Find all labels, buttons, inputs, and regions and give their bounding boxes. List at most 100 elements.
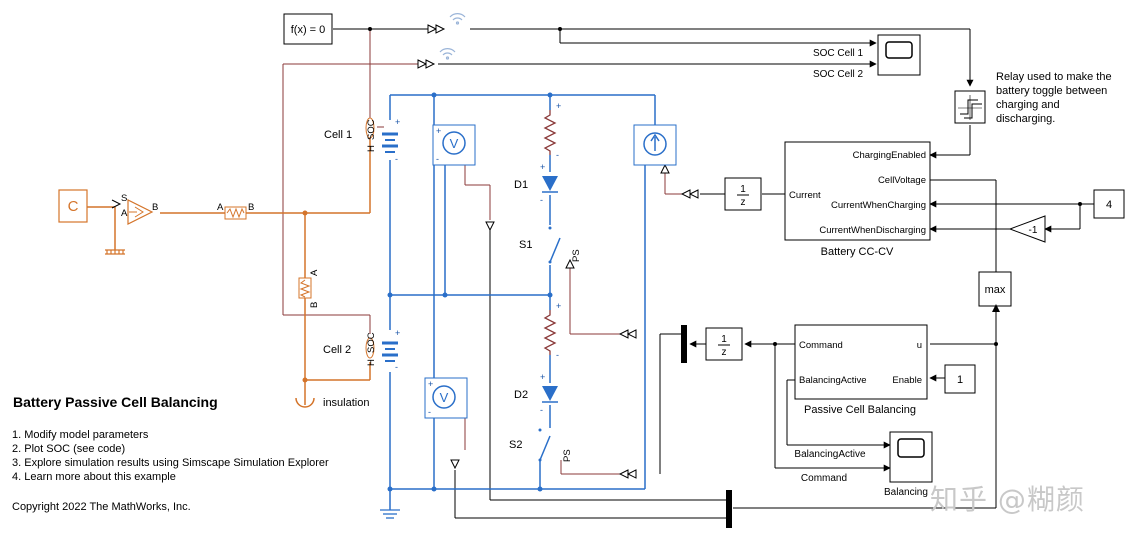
resistor-top[interactable]: + - xyxy=(543,101,561,160)
signal-lines xyxy=(333,28,1094,519)
thermal-source-block[interactable]: S A B xyxy=(121,193,158,225)
svg-text:z: z xyxy=(741,197,746,208)
constant-1-block[interactable]: 1 xyxy=(944,364,976,394)
electrical-lines xyxy=(389,94,656,510)
svg-text:Command: Command xyxy=(799,340,843,351)
thermal-resistor-h[interactable]: A B xyxy=(217,202,254,220)
svg-text:+: + xyxy=(556,301,561,311)
switch-s1[interactable]: PS xyxy=(548,226,583,264)
svg-text:B: B xyxy=(248,202,254,213)
cell2-label: Cell 2 xyxy=(323,344,351,356)
soc-cell1-label: SOC Cell 1 xyxy=(813,48,863,59)
svg-text:C: C xyxy=(68,198,79,215)
svg-text:max: max xyxy=(985,284,1006,296)
constant-4-block[interactable]: 4 xyxy=(1093,189,1125,219)
svg-text:ChargingEnabled: ChargingEnabled xyxy=(853,150,926,161)
balancing-scope-block[interactable] xyxy=(889,431,933,483)
step-link[interactable]: 3. Explore simulation results using Sims… xyxy=(12,457,329,469)
relay-block[interactable] xyxy=(954,90,986,124)
thermal-ground-icon xyxy=(105,249,125,255)
svg-text:CellVoltage: CellVoltage xyxy=(878,175,926,186)
battery-ccv-block[interactable]: Current ChargingEnabled CellVoltage Curr… xyxy=(784,141,931,241)
demux-block[interactable] xyxy=(681,325,687,363)
cell2-battery-block[interactable]: + - H SOC xyxy=(365,328,400,372)
svg-text:-: - xyxy=(395,154,398,164)
model-steps: 1. Modify model parameters 2. Plot SOC (… xyxy=(12,428,329,484)
svg-text:u: u xyxy=(917,340,922,351)
balancing-scope-label: Balancing xyxy=(884,487,928,498)
cell1-label: Cell 1 xyxy=(324,129,352,141)
watermark: 知乎 @糊颜 xyxy=(930,483,1085,516)
step-link[interactable]: 2. Plot SOC (see code) xyxy=(12,443,126,455)
d1-label: D1 xyxy=(514,179,528,191)
fx-solver-block[interactable]: f(x) = 0 xyxy=(283,13,333,45)
insulation-label: insulation xyxy=(323,397,369,409)
svg-text:V: V xyxy=(450,136,459,151)
svg-text:A: A xyxy=(121,208,128,219)
ps-lines xyxy=(282,29,690,475)
insulation-icon xyxy=(295,395,315,408)
scope-label-command: Command xyxy=(801,473,847,484)
resistor-bottom[interactable]: + - xyxy=(543,301,561,360)
unit-delay-mid-block[interactable]: 1 z xyxy=(705,327,743,361)
voltage-sensor-bottom[interactable]: V + - xyxy=(424,377,468,419)
step-link[interactable]: 1. Modify model parameters xyxy=(12,429,149,441)
soc-cell2-label: SOC Cell 2 xyxy=(813,69,863,80)
switch-s2[interactable]: PS xyxy=(538,428,574,463)
svg-text:1: 1 xyxy=(721,334,727,345)
voltage-sensor-top[interactable]: V + - xyxy=(432,124,476,166)
battery-ccv-label: Battery CC-CV xyxy=(821,246,894,258)
cell1-battery-block[interactable]: + - H SOC xyxy=(365,117,400,164)
svg-text:SOC: SOC xyxy=(366,332,377,353)
mux-block[interactable] xyxy=(726,490,732,528)
svg-text:4: 4 xyxy=(1106,199,1112,211)
max-block[interactable]: max xyxy=(978,271,1012,307)
thermal-lines xyxy=(87,138,371,395)
pcb-label: Passive Cell Balancing xyxy=(804,404,916,416)
svg-text:V: V xyxy=(440,390,449,405)
model-title: Battery Passive Cell Balancing xyxy=(13,394,218,410)
diode-d1[interactable]: + - xyxy=(540,162,558,205)
svg-text:H: H xyxy=(366,359,377,366)
svg-text:PS: PS xyxy=(562,449,573,462)
svg-text:f(x) = 0: f(x) = 0 xyxy=(291,24,326,36)
electrical-ground-icon xyxy=(380,509,400,519)
signal-junctions xyxy=(368,27,1082,346)
svg-text:BalancingActive: BalancingActive xyxy=(799,375,867,386)
s1-label: S1 xyxy=(519,239,532,251)
passive-cell-balancing-block[interactable]: Command BalancingActive u Enable xyxy=(794,324,928,400)
svg-text:-: - xyxy=(540,405,543,415)
svg-text:-: - xyxy=(428,407,431,417)
svg-text:+: + xyxy=(556,101,561,111)
svg-text:-: - xyxy=(395,362,398,372)
svg-text:-: - xyxy=(556,150,559,160)
svg-text:Enable: Enable xyxy=(892,375,922,386)
svg-text:-: - xyxy=(556,350,559,360)
svg-text:B: B xyxy=(309,302,320,308)
electrical-junctions xyxy=(387,92,553,492)
svg-text:Current: Current xyxy=(789,190,821,201)
wifi-icon xyxy=(439,13,466,60)
copyright: Copyright 2022 The MathWorks, Inc. xyxy=(12,501,191,513)
thermal-junctions xyxy=(302,210,308,383)
svg-text:+: + xyxy=(436,126,441,136)
svg-text:+: + xyxy=(428,379,433,389)
svg-text:+: + xyxy=(540,372,545,382)
svg-text:SOC: SOC xyxy=(366,119,377,140)
diode-d2[interactable]: + - xyxy=(540,372,558,415)
svg-text:PS: PS xyxy=(571,249,582,262)
unit-delay-top-block[interactable]: 1 z xyxy=(724,177,762,211)
gain-block[interactable]: -1 xyxy=(1008,215,1046,243)
soc-scope-block[interactable] xyxy=(877,34,921,76)
svg-text:+: + xyxy=(395,117,400,127)
current-source-block[interactable] xyxy=(633,124,677,166)
relay-annotation: Relay used to make the battery toggle be… xyxy=(996,71,1112,125)
source-c-block[interactable]: C xyxy=(58,189,88,223)
svg-text:A: A xyxy=(309,269,320,276)
thermal-resistor-v[interactable]: A B xyxy=(298,269,320,308)
svg-text:-: - xyxy=(540,195,543,205)
step-link[interactable]: 4. Learn more about this example xyxy=(12,471,176,483)
s2-label: S2 xyxy=(509,439,522,451)
svg-text:B: B xyxy=(152,202,158,213)
svg-text:+: + xyxy=(540,162,545,172)
